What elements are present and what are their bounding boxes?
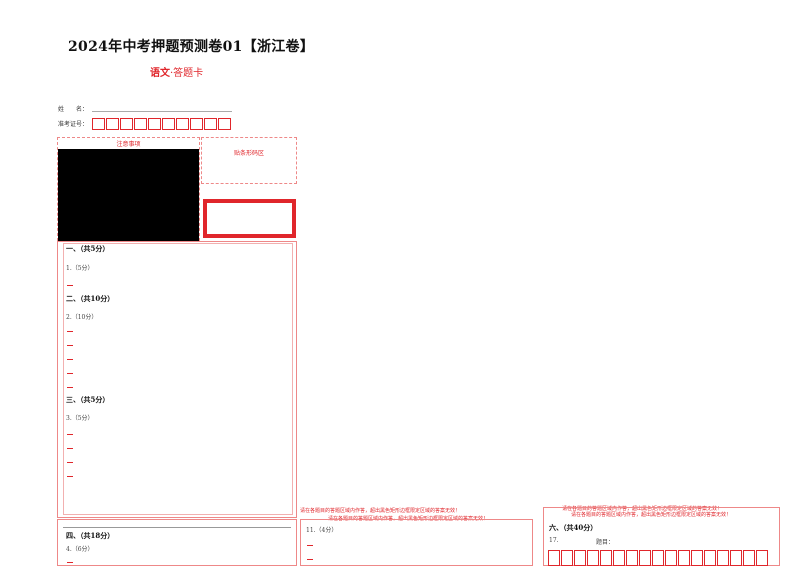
warning-text: 请在各题目的答题区域内作答，超出黑色矩形边框限定区域的答案无效！ — [571, 512, 732, 518]
name-field[interactable] — [92, 111, 232, 112]
answer-line[interactable] — [67, 448, 73, 449]
question-label: 11.（4分） — [306, 527, 338, 534]
essay-grid[interactable] — [548, 550, 769, 566]
answer-line[interactable] — [67, 331, 73, 332]
warning-text: 请在各题目的答题区域内作答，超出黑色矩形边框限定区域的答案无效！ — [300, 508, 461, 514]
subject-label: 语文 — [150, 68, 170, 79]
essay-grid-cell[interactable] — [626, 550, 638, 566]
barcode-frame — [201, 137, 297, 184]
id-digit-box[interactable] — [190, 118, 203, 130]
answer-line[interactable] — [67, 359, 73, 360]
subtitle: 语文·答题卡 — [150, 64, 203, 79]
answer-line[interactable] — [307, 545, 313, 546]
question-label: 17. — [549, 537, 559, 544]
id-digit-box[interactable] — [106, 118, 119, 130]
essay-grid-cell[interactable] — [678, 550, 690, 566]
notice-title: 注意事项 — [116, 141, 141, 148]
warning-text: 请在各题目的答题区域内作答，超出黑色矩形边框限定区域的答案无效！ — [562, 506, 723, 512]
answer-line[interactable] — [67, 476, 73, 477]
answer-line[interactable] — [67, 373, 73, 374]
essay-grid-cell[interactable] — [652, 550, 664, 566]
divider — [63, 527, 291, 528]
section-title: 一、（共5分） — [66, 244, 110, 253]
absent-mark-box[interactable] — [203, 199, 296, 238]
essay-grid-cell[interactable] — [587, 550, 599, 566]
essay-grid-cell[interactable] — [548, 550, 560, 566]
question-label: 1.（5分） — [66, 265, 94, 272]
id-digit-box[interactable] — [218, 118, 231, 130]
id-digit-box[interactable] — [92, 118, 105, 130]
answer-line[interactable] — [307, 559, 313, 560]
section-title: 四、（共18分） — [66, 531, 115, 540]
essay-grid-cell[interactable] — [691, 550, 703, 566]
essay-grid-cell[interactable] — [574, 550, 586, 566]
answer-line[interactable] — [67, 462, 73, 463]
essay-grid-cell[interactable] — [600, 550, 612, 566]
section-title: 六、（共40分） — [549, 523, 598, 532]
essay-grid-cell[interactable] — [730, 550, 742, 566]
question-label: 3.（5分） — [66, 415, 94, 422]
answer-inner-frame — [63, 243, 293, 515]
essay-grid-cell[interactable] — [717, 550, 729, 566]
essay-grid-cell[interactable] — [561, 550, 573, 566]
topic-label: 题目： — [596, 539, 615, 546]
name-label: 姓 名： — [58, 106, 89, 113]
id-digit-box[interactable] — [162, 118, 175, 130]
answer-line[interactable] — [67, 434, 73, 435]
id-digit-box[interactable] — [120, 118, 133, 130]
id-number-boxes[interactable] — [92, 118, 232, 130]
essay-grid-cell[interactable] — [613, 550, 625, 566]
answer-line[interactable] — [67, 345, 73, 346]
page-title: 2024年中考押题预测卷01【浙江卷】 — [68, 39, 315, 55]
redacted-notice-block — [58, 149, 199, 241]
question-label: 4.（6分） — [66, 546, 94, 553]
section-title: 二、（共10分） — [66, 294, 115, 303]
essay-grid-cell[interactable] — [704, 550, 716, 566]
subtitle-suffix: ·答题卡 — [170, 68, 204, 79]
essay-grid-cell[interactable] — [756, 550, 768, 566]
barcode-label: 贴条形码区 — [233, 150, 264, 157]
answer-line[interactable] — [67, 387, 73, 388]
id-label: 准考证号： — [58, 121, 89, 128]
essay-grid-cell[interactable] — [743, 550, 755, 566]
essay-grid-cell[interactable] — [665, 550, 677, 566]
id-digit-box[interactable] — [176, 118, 189, 130]
question-label: 2.（10分） — [66, 314, 98, 321]
id-digit-box[interactable] — [134, 118, 147, 130]
essay-grid-cell[interactable] — [639, 550, 651, 566]
section-title: 三、（共5分） — [66, 395, 110, 404]
id-digit-box[interactable] — [148, 118, 161, 130]
id-digit-box[interactable] — [204, 118, 217, 130]
answer-frame-column1 — [57, 241, 297, 518]
answer-line[interactable] — [67, 562, 73, 563]
essay-grid-row[interactable] — [548, 550, 769, 566]
answer-line[interactable] — [67, 285, 73, 286]
